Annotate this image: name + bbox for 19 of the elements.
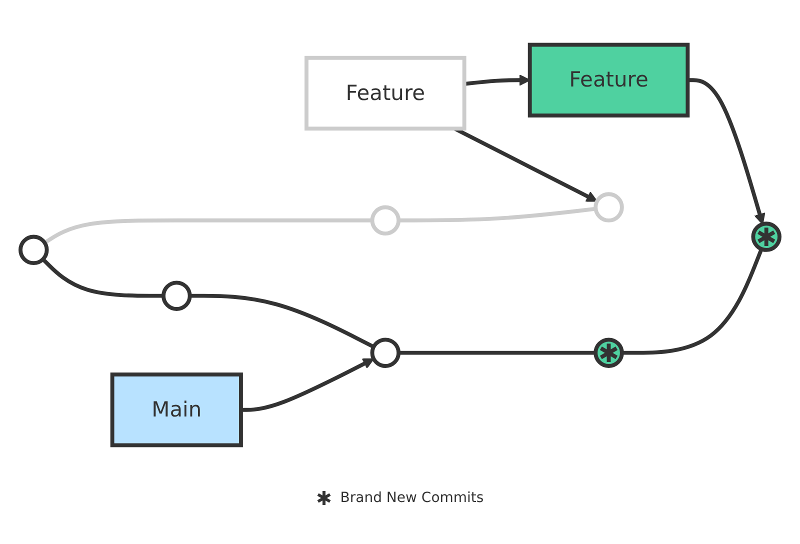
branch-label-box: Feature: [304, 56, 466, 131]
commit-circle: [18, 234, 49, 266]
legend-text: Brand New Commits: [340, 490, 484, 506]
arrow: [240, 358, 374, 412]
branch-line: [190, 294, 375, 349]
commit-circle: [751, 222, 782, 252]
branch-label-box: Main: [110, 372, 243, 448]
commit-circle: [594, 192, 624, 222]
branch-line: [42, 258, 164, 298]
commit-circle: [370, 205, 401, 236]
branch-line: [398, 350, 596, 355]
commit-circle: [594, 338, 624, 368]
branch-line: [398, 206, 596, 222]
commit-circle: [370, 338, 401, 368]
arrow: [688, 78, 766, 225]
branch-line: [44, 218, 372, 244]
branch-line: [622, 248, 764, 355]
branch-label-box: Feature: [528, 42, 690, 118]
commit-circle: [162, 280, 192, 311]
